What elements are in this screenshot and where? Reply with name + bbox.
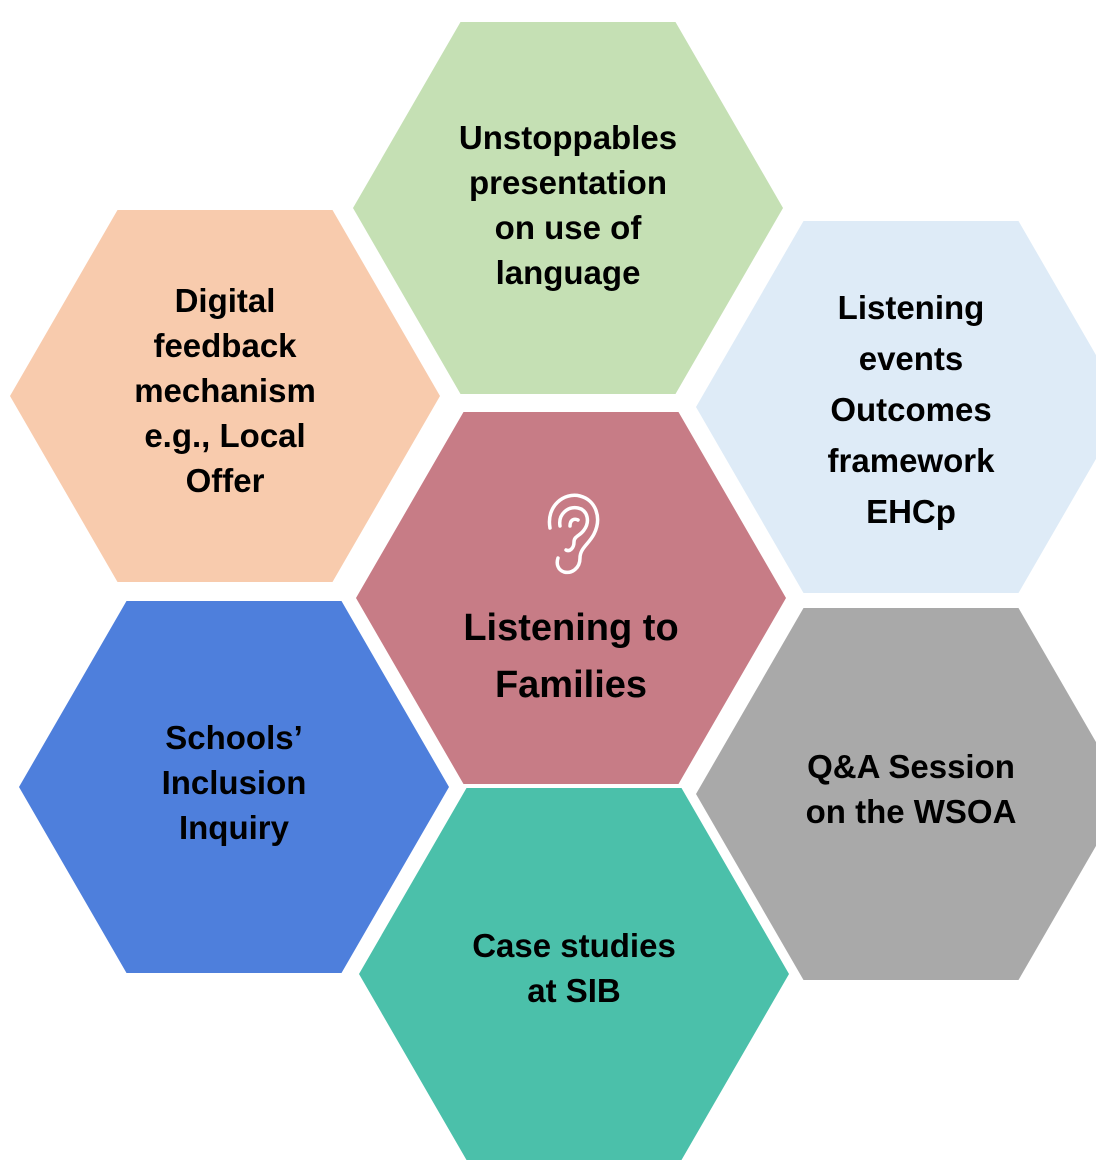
ear-icon <box>547 493 600 575</box>
hexagon-top: Unstoppables presentation on use of lang… <box>353 22 783 394</box>
hexagon-upper-left: Digital feedback mechanism e.g., Local O… <box>10 210 440 582</box>
hexagon-center: Listening to Families <box>356 412 786 784</box>
hexagon-lower-right-label: Q&A Session on the WSOA <box>805 748 1017 830</box>
hexagon-upper-right: Listening events Outcomes framework EHCp <box>696 221 1096 593</box>
hexagon-bottom: Case studies at SIB <box>359 788 789 1160</box>
hexagon-upper-right-label: Listening events Outcomes framework EHCp <box>827 288 995 530</box>
hexagon-center-label: Listening to Families <box>463 607 679 706</box>
hexagon-lower-left-label: Schools’ Inclusion Inquiry <box>161 718 307 846</box>
hexagon-bottom-label: Case studies at SIB <box>472 927 676 1009</box>
hexagon-upper-left-label: Digital feedback mechanism e.g., Local O… <box>134 281 316 499</box>
hexagon-top-label: Unstoppables presentation on use of lang… <box>458 119 678 291</box>
hexagon-lower-left: Schools’ Inclusion Inquiry <box>19 601 449 973</box>
